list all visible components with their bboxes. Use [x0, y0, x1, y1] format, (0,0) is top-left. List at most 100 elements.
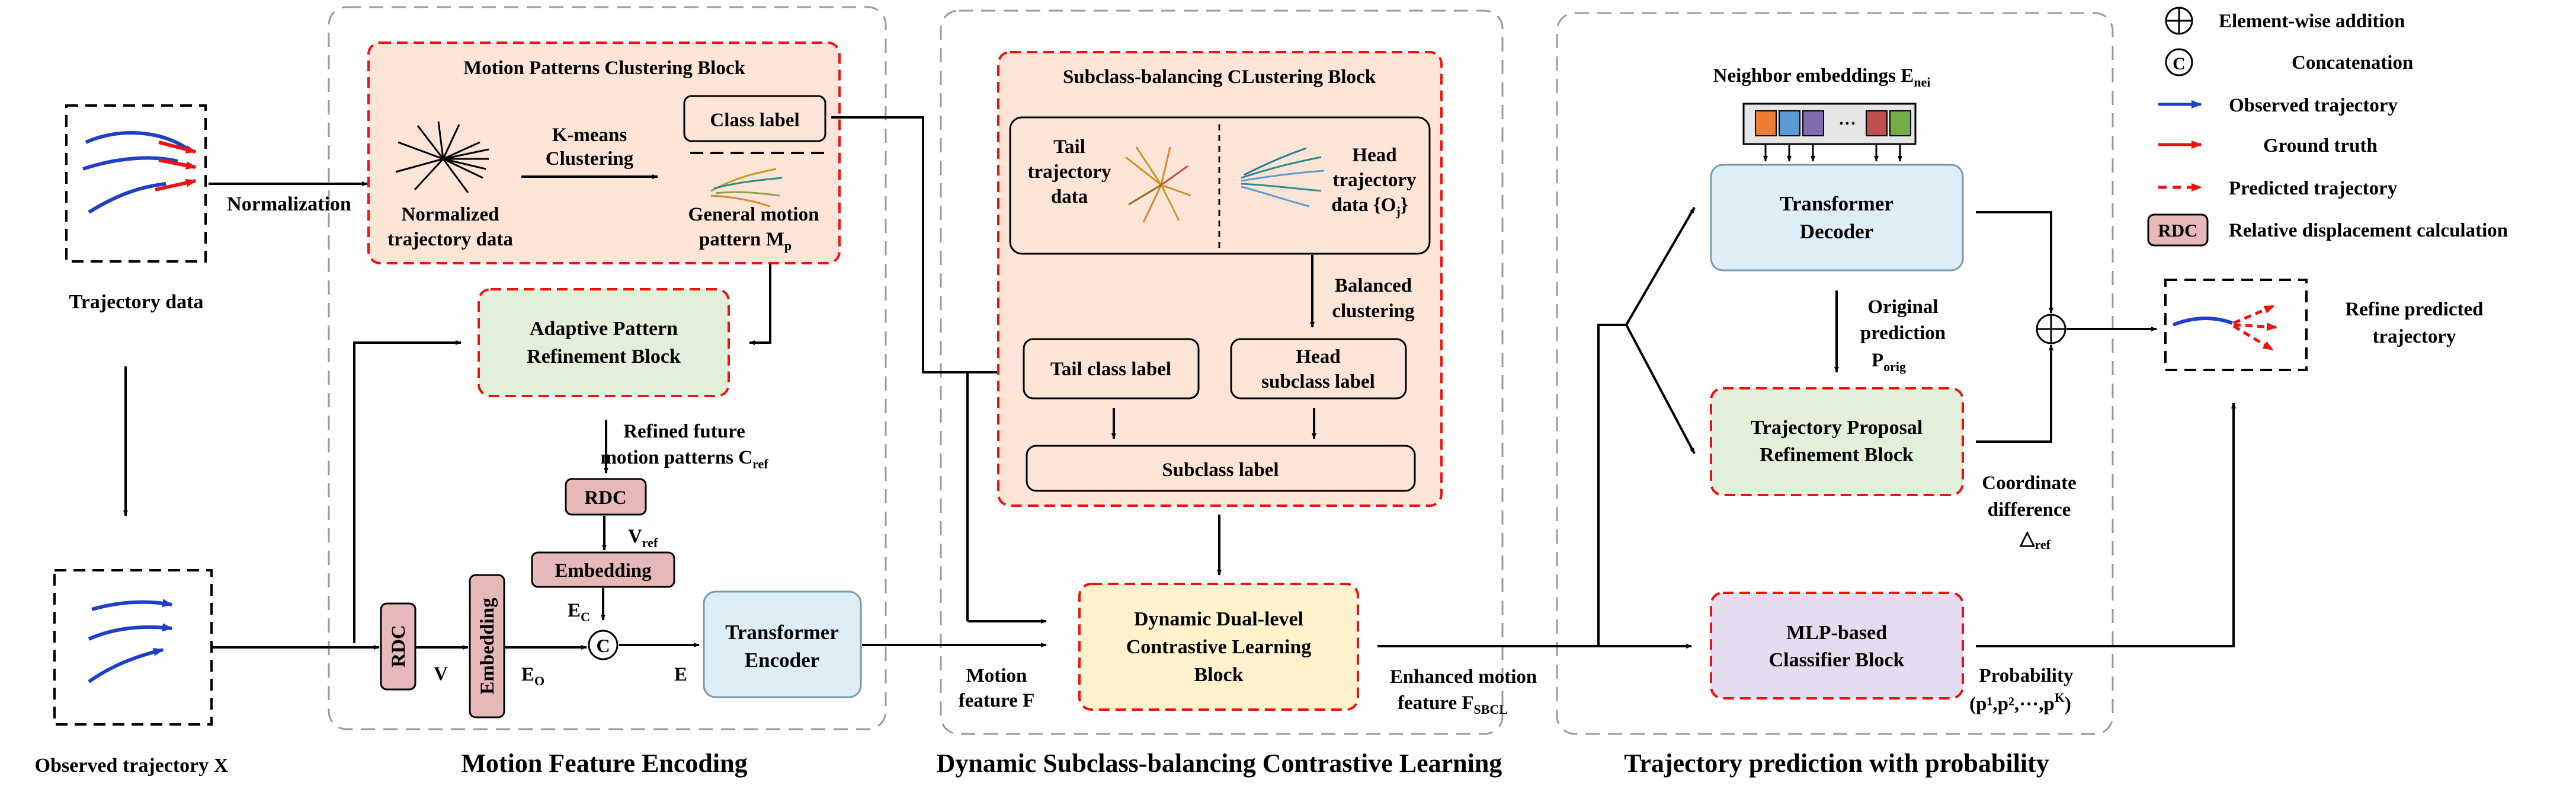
input-gt-curve-2 [158, 158, 197, 170]
legend-predicted-label: Predicted trajectory [2229, 178, 2398, 199]
legend-rdc-box [2147, 213, 2209, 247]
trajectory-data-label: Trajectory data [69, 291, 204, 313]
encoder-label-2: Encoder [745, 649, 819, 672]
observed-curve-2 [88, 623, 173, 641]
tail-data-label-3: data [1051, 186, 1088, 207]
input-gt-curve-3 [155, 178, 197, 191]
neighbor-token-purple [1802, 110, 1824, 136]
arrow-mlp-to-refined [1976, 403, 2236, 647]
sbc-title: Subclass-balancing CLustering Block [1063, 66, 1376, 88]
tail-data-label-2: trajectory [1027, 161, 1111, 183]
decoder-label-2: Decoder [1800, 220, 1873, 243]
mlp-line-2: Classifier Block [1769, 649, 1905, 671]
apr-line-1: Adaptive Pattern [530, 318, 678, 340]
refine-label-2: trajectory [2372, 326, 2456, 347]
mlp-classifier-block [1710, 592, 1964, 700]
apr-line-2: Refinement Block [527, 346, 681, 368]
normalized-label-1: Normalized [402, 204, 499, 225]
transformer-decoder-block [1710, 164, 1964, 272]
rdc-vertical-label: RDC [388, 625, 409, 668]
e-c-label: EC [568, 600, 590, 624]
mpc-title: Motion Patterns Clustering Block [463, 58, 745, 79]
arrow-pattern-to-refinement [749, 264, 771, 345]
neighbor-token-orange [1755, 110, 1777, 136]
balanced-label-2: clustering [1332, 301, 1415, 322]
arrow-decoder-to-add [1976, 211, 2053, 314]
arrow-tpr-to-add [1976, 344, 2053, 443]
motion-feature-label-1: Motion [966, 665, 1027, 686]
neighbor-dots: ··· [1838, 114, 1856, 133]
legend: Element-wise addition C Concatenation Ob… [2147, 7, 2508, 247]
head-data-label-3: data {Oj} [1331, 194, 1408, 219]
decoder-label-1: Transformer [1780, 192, 1893, 215]
input-observed-curve-2 [82, 156, 178, 171]
arrow-fork-to-tpr [1625, 324, 1696, 454]
input-observed-curve-1 [85, 130, 188, 150]
e-o-label: EO [521, 664, 544, 688]
section-title-encoding: Motion Feature Encoding [461, 749, 747, 778]
general-motion-pattern-glyph [710, 168, 783, 207]
legend-concatenation-label: Concatenation [2292, 52, 2413, 74]
head-subclass-label-box [1230, 338, 1407, 400]
refined-label-1: Refined future [623, 421, 745, 442]
tail-head-data-box [1009, 116, 1431, 255]
transformer-encoder-block [703, 590, 862, 698]
tpr-line-2: Refinement Block [1760, 444, 1914, 466]
general-motion-label-1: General motion [688, 204, 819, 225]
concat-symbol: C [596, 635, 610, 656]
original-label-2: prediction [1860, 322, 1946, 344]
arrow-observed-to-refinement [353, 340, 462, 643]
e-label: E [674, 664, 687, 685]
legend-rdc-label: RDC [2158, 220, 2197, 241]
neighbor-token-blue [1779, 110, 1800, 136]
head-subclass-label-2: subclass label [1261, 371, 1375, 392]
legend-ground-truth-label: Ground truth [2263, 135, 2378, 157]
kmeans-label-1: K-means [552, 124, 627, 146]
refined-label-2: motion patterns Cref [600, 447, 768, 471]
general-motion-label-2: pattern Mp [699, 229, 792, 253]
embedding-top-label: Embedding [555, 560, 652, 582]
enhanced-label-1: Enhanced motion [1390, 666, 1537, 688]
v-ref-label: Vref [628, 526, 658, 550]
section-motion-feature-encoding [328, 6, 887, 730]
enhanced-label-2: feature FSBCL [1398, 692, 1508, 717]
observed-trajectory-box [53, 569, 213, 726]
rdc-box-top [565, 478, 647, 516]
legend-rdc-desc: Relative displacement calculation [2229, 220, 2508, 241]
dynamic-dual-level-contrastive-learning-block [1078, 583, 1359, 711]
ddcl-line-1: Dynamic Dual-level [1134, 608, 1303, 630]
embedding-box-vertical [469, 574, 505, 718]
tail-data-label-1: Tail [1053, 136, 1085, 158]
arrow-fork-to-decoder [1625, 206, 1696, 326]
mlp-line-1: MLP-based [1786, 622, 1887, 644]
legend-observed-label: Observed trajectory [2229, 95, 2398, 116]
original-label-1: Original [1867, 296, 1938, 318]
tail-trajectories-glyph [1125, 146, 1191, 223]
neighbor-embeddings-label: Neighbor embeddings Enei [1713, 65, 1931, 90]
section-title-prediction: Trajectory prediction with probability [1624, 749, 2049, 778]
refine-label-1: Refine predicted [2345, 299, 2483, 320]
probability-label-2: (p¹,p²,···,pK) [1969, 690, 2071, 715]
neighbor-token-green [1889, 110, 1911, 136]
head-trajectories-glyph [1241, 147, 1325, 207]
v-label: V [434, 663, 448, 685]
normalization-label: Normalization [227, 193, 351, 215]
refined-predicted-3 [2232, 324, 2274, 352]
observed-curve-3 [88, 647, 164, 684]
subclass-label-box [1026, 445, 1416, 492]
section-trajectory-prediction [1556, 12, 2114, 735]
head-subclass-label-1: Head [1296, 346, 1340, 368]
trajectory-proposal-refinement-block [1710, 387, 1964, 496]
class-label-text: Class label [710, 110, 799, 131]
coord-diff-label-1: Coordinate [1982, 472, 2077, 494]
legend-element-wise-label: Element-wise addition [2219, 11, 2405, 32]
rdc-top-label: RDC [584, 487, 627, 509]
ddcl-line-3: Block [1194, 664, 1243, 686]
input-observed-curve-3 [88, 182, 166, 214]
legend-concat-symbol: C [2173, 54, 2186, 74]
refined-predicted-1 [2233, 304, 2275, 325]
arrow-class-label-to-sbc [831, 116, 1018, 375]
tpr-line-1: Trajectory Proposal [1751, 417, 1923, 439]
head-data-label-1: Head [1352, 145, 1396, 166]
